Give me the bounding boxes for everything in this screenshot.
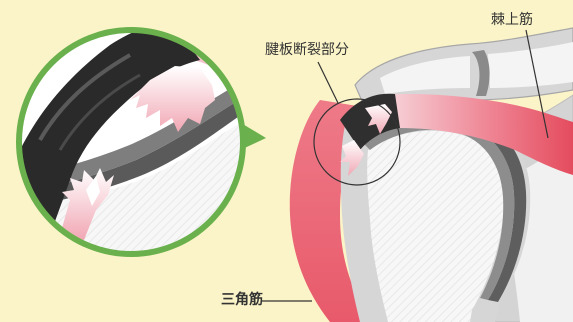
deltoid-muscle: [289, 100, 372, 322]
tear-fringe-lower: [340, 140, 364, 176]
focus-circle: [313, 98, 401, 186]
supraspinatus-leader-line: [525, 29, 549, 139]
tear-leader-line: [317, 61, 339, 104]
deltoid-label: 三角筋: [221, 292, 263, 308]
ac-joint: [472, 50, 490, 96]
clavicle-inner: [488, 42, 573, 88]
magnifier-ring: [16, 27, 246, 257]
tear-site-label: 腱板断裂部分: [265, 42, 349, 58]
acromion-inner: [380, 56, 470, 94]
supraspinatus-label: 棘上筋: [491, 12, 533, 28]
tear-fringe-upper: [365, 104, 392, 134]
supraspinatus-muscle: [380, 94, 573, 175]
humeral-head-inner: [367, 130, 504, 322]
cartilage-light: [362, 119, 515, 300]
